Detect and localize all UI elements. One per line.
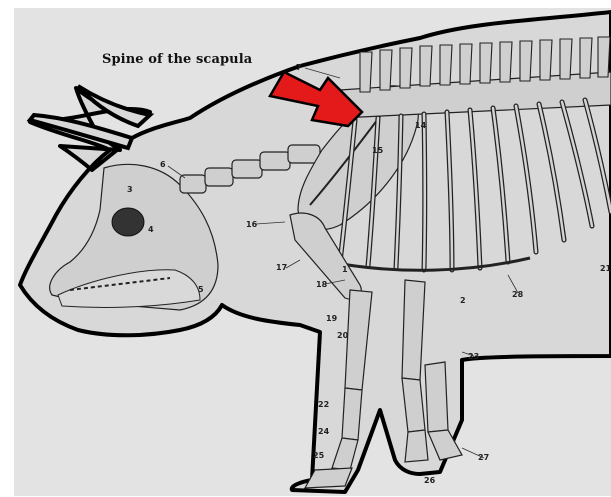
label-4: 4 bbox=[148, 225, 154, 234]
label-14: 14 bbox=[415, 121, 427, 130]
label-1: 1 bbox=[342, 265, 348, 274]
label-15: 15 bbox=[372, 146, 384, 155]
label-18: 18 bbox=[316, 280, 328, 289]
label-26: 26 bbox=[424, 476, 436, 485]
label-25: 25 bbox=[313, 451, 325, 460]
label-17: 17 bbox=[276, 263, 287, 272]
label-23: 23 bbox=[468, 352, 479, 361]
label-6: 6 bbox=[160, 160, 166, 169]
label-3: 3 bbox=[127, 185, 133, 194]
eye-orbit bbox=[112, 208, 144, 236]
figure-caption: Spine of the scapula bbox=[102, 52, 252, 67]
label-19: 19 bbox=[326, 314, 338, 323]
label-24: 24 bbox=[318, 427, 330, 436]
label-2: 2 bbox=[460, 296, 466, 305]
label-20: 20 bbox=[337, 331, 349, 340]
label-7: 7 bbox=[296, 63, 302, 72]
label-5: 5 bbox=[198, 285, 204, 294]
label-22: 22 bbox=[318, 400, 329, 409]
label-16: 16 bbox=[246, 220, 258, 229]
label-28: 28 bbox=[512, 290, 524, 299]
label-21: 21 bbox=[600, 264, 611, 273]
